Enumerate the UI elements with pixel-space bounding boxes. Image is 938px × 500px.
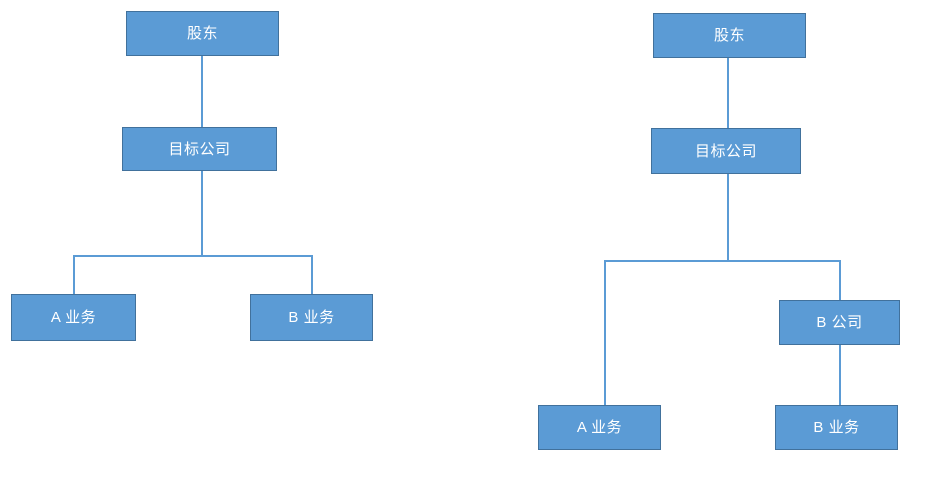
connector-target-branch-bar	[73, 255, 313, 257]
node-shareholder[interactable]: 股东	[126, 11, 279, 56]
connector-shareholder-to-target-right	[727, 58, 729, 128]
node-business-a[interactable]: A 业务	[11, 294, 136, 341]
connector-company-b-to-business-b	[839, 345, 841, 406]
connector-branch-to-company-b	[839, 260, 841, 301]
connector-branch-to-biz-b	[311, 255, 313, 295]
connector-target-stem-right	[727, 174, 729, 260]
connector-branch-to-biz-a	[73, 255, 75, 295]
node-shareholder-right[interactable]: 股东	[653, 13, 806, 58]
node-business-b-right[interactable]: B 业务	[775, 405, 898, 450]
connector-target-branch-bar-right	[604, 260, 841, 262]
node-target-company[interactable]: 目标公司	[122, 127, 277, 171]
connector-target-stem	[201, 171, 203, 257]
connector-branch-to-business-a-right	[604, 260, 606, 406]
node-company-b[interactable]: B 公司	[779, 300, 900, 345]
node-business-b[interactable]: B 业务	[250, 294, 373, 341]
node-business-a-right[interactable]: A 业务	[538, 405, 661, 450]
connector-shareholder-to-target	[201, 56, 203, 127]
node-target-company-right[interactable]: 目标公司	[651, 128, 801, 174]
